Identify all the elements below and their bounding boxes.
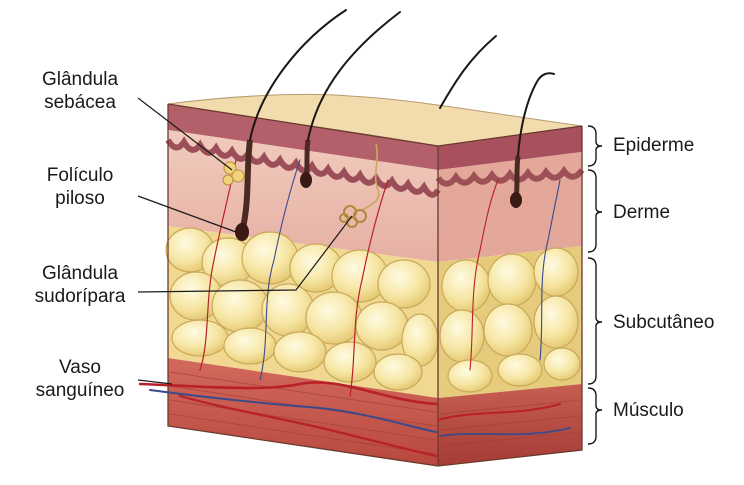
label-glandula-sebacea-line1: Glândula xyxy=(20,68,140,91)
label-glandula-sudoripara: Glândula sudorípara xyxy=(20,262,140,308)
label-vaso-sanguineo-line2: sanguíneo xyxy=(20,379,140,402)
layer-brackets xyxy=(588,126,602,444)
label-derme: Derme xyxy=(613,201,670,224)
bracket-subcutaneo xyxy=(588,258,602,384)
label-epiderme: Epiderme xyxy=(613,134,694,157)
bracket-derme xyxy=(588,170,602,252)
label-subcutaneo: Subcutâneo xyxy=(613,311,714,334)
bracket-epiderme xyxy=(588,126,602,166)
label-glandula-sudoripara-line2: sudorípara xyxy=(20,285,140,308)
bracket-musculo xyxy=(588,388,602,444)
label-glandula-sebacea-line2: sebácea xyxy=(20,91,140,114)
label-vaso-sanguineo: Vaso sanguíneo xyxy=(20,356,140,402)
dermis-side xyxy=(438,152,582,262)
label-foliculo-piloso-line2: piloso xyxy=(20,187,140,210)
label-vaso-sanguineo-line1: Vaso xyxy=(20,356,140,379)
label-glandula-sudoripara-line1: Glândula xyxy=(20,262,140,285)
label-foliculo-piloso: Folículo piloso xyxy=(20,164,140,210)
label-musculo: Músculo xyxy=(613,399,684,422)
muscle-side xyxy=(438,384,582,466)
label-foliculo-piloso-line1: Folículo xyxy=(20,164,140,187)
label-glandula-sebacea: Glândula sebácea xyxy=(20,68,140,114)
